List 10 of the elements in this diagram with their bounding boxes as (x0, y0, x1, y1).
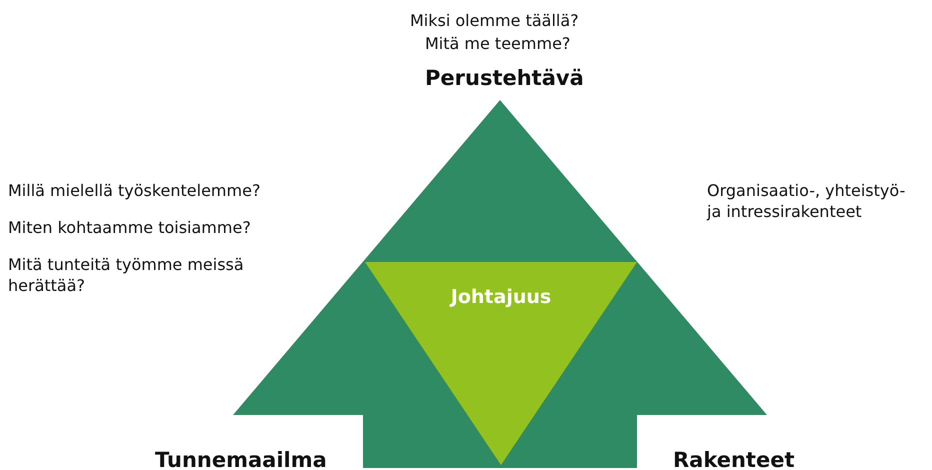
question-text: Mitä tunteitä työmme meissä herättää? (8, 254, 245, 296)
corner-heading: Rakenteet (673, 447, 794, 470)
question-text: Miksi olemme täällä? (410, 10, 579, 31)
question-text: Miten kohtaamme toisiamme? (8, 217, 251, 238)
description-text: Organisaatio-, yhteistyö- ja intressirakenteet (707, 180, 906, 222)
triangle-label: Johtajuus (450, 286, 552, 308)
corner-heading: Tunnemaailma (155, 447, 327, 470)
question-text: Millä mielellä työskentelemme? (8, 180, 260, 201)
question-text: Mitä me teemme? (425, 33, 570, 54)
corner-heading: Perustehtävä (425, 65, 584, 91)
